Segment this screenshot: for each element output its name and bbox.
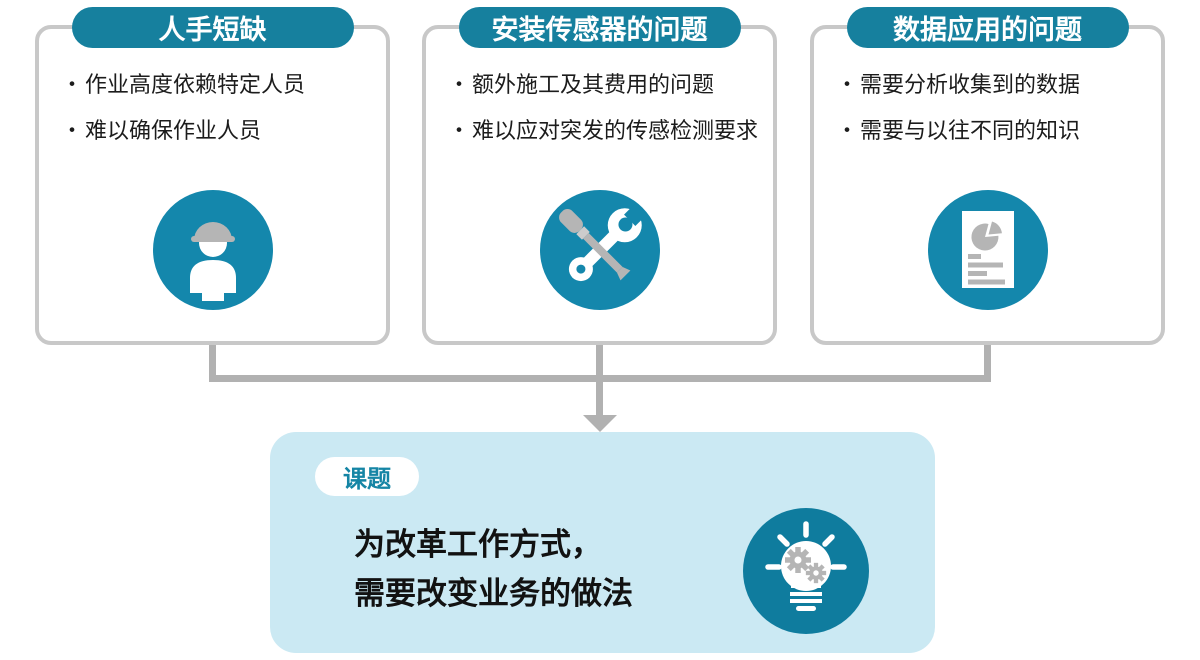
worker-icon: [152, 190, 273, 310]
topic-pill: 课题: [315, 457, 419, 496]
card-title: 数据应用的问题: [893, 15, 1082, 45]
problem-card-labor-shortage: 人手短缺 ・ 作业高度依赖特定人员 ・ 难以确保作业人员: [35, 7, 390, 345]
bullet-item: ・ 作业高度依赖特定人员: [61, 70, 378, 100]
idea-lightbulb-icon: [743, 508, 869, 634]
card-title-pill: 安装传感器的问题: [458, 7, 741, 48]
bullet-dot: ・: [61, 72, 84, 97]
bullet-text: 需要与以往不同的知识: [860, 118, 1081, 143]
down-arrow-icon: [583, 415, 617, 432]
bullet-dot: ・: [61, 118, 84, 143]
bullet-list: ・ 额外施工及其费用的问题 ・ 难以应对突发的传感检测要求: [448, 70, 765, 162]
problem-card-data-application: 数据应用的问题 ・ 需要分析收集到的数据 ・ 需要与以往不同的知识: [810, 7, 1165, 345]
conclusion-box: 课题 为改革工作方式， 需要改变业务的做法: [270, 432, 935, 653]
card-title-pill: 人手短缺: [71, 7, 354, 48]
bullet-list: ・ 需要分析收集到的数据 ・ 需要与以往不同的知识: [836, 70, 1153, 162]
bullet-item: ・ 需要与以往不同的知识: [836, 116, 1153, 146]
topic-label: 课题: [343, 466, 391, 493]
bullet-dot: ・: [448, 72, 471, 97]
conclusion-text: 为改革工作方式， 需要改变业务的做法: [354, 520, 633, 618]
conclusion-line-2: 需要改变业务的做法: [354, 576, 633, 611]
bullet-dot: ・: [836, 118, 859, 143]
conclusion-line-1: 为改革工作方式，: [354, 527, 602, 562]
bullet-item: ・ 难以确保作业人员: [61, 116, 378, 146]
bullet-text: 额外施工及其费用的问题: [472, 72, 715, 97]
connector-stub-right: [984, 345, 991, 382]
tools-icon: [539, 190, 660, 310]
connector-stub-left: [209, 345, 216, 382]
bullet-text: 作业高度依赖特定人员: [85, 72, 306, 97]
card-title: 安装传感器的问题: [491, 15, 708, 45]
bullet-dot: ・: [836, 72, 859, 97]
card-title: 人手短缺: [158, 15, 267, 45]
card-title-pill: 数据应用的问题: [846, 7, 1129, 48]
problem-card-sensor-install: 安装传感器的问题 ・ 额外施工及其费用的问题 ・ 难以应对突发的传感检测要求: [422, 7, 777, 345]
bullet-text: 需要分析收集到的数据: [860, 72, 1081, 97]
bullet-text: 难以应对突发的传感检测要求: [472, 118, 759, 143]
bullet-text: 难以确保作业人员: [85, 118, 262, 143]
bullet-item: ・ 需要分析收集到的数据: [836, 70, 1153, 100]
bullet-list: ・ 作业高度依赖特定人员 ・ 难以确保作业人员: [61, 70, 378, 162]
bullet-item: ・ 额外施工及其费用的问题: [448, 70, 765, 100]
bullet-item: ・ 难以应对突发的传感检测要求: [448, 116, 765, 146]
connector-horizontal-bar: [209, 375, 991, 382]
report-icon: [927, 190, 1048, 310]
bullet-dot: ・: [448, 118, 471, 143]
